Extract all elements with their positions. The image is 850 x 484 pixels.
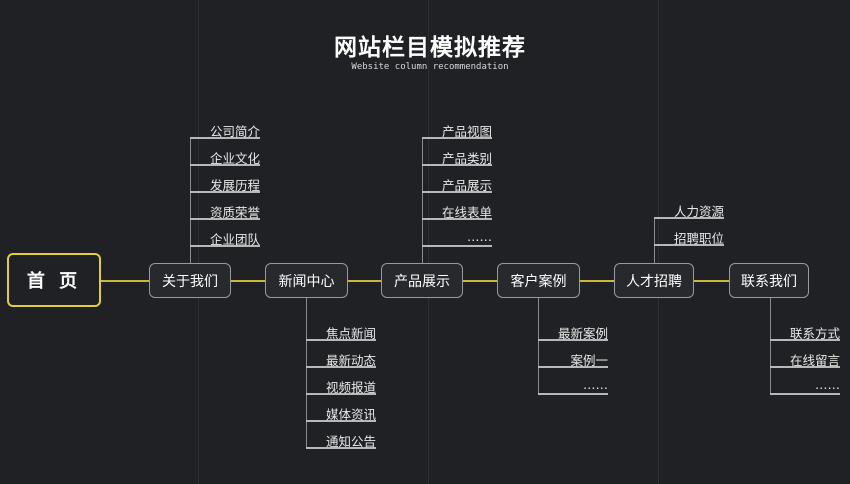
category-node[interactable]: 客户案例 — [497, 263, 580, 298]
subitem-underline — [190, 164, 260, 166]
page-subtitle: Website column recommendation — [351, 62, 509, 72]
subitem-label[interactable]: 企业文化 — [209, 151, 260, 166]
subitem-underline — [770, 366, 840, 368]
subitem-label[interactable]: 产品展示 — [441, 178, 492, 193]
node-connector — [463, 280, 497, 282]
category-node[interactable]: 产品展示 — [381, 263, 463, 298]
subitem-label[interactable]: 在线留言 — [789, 353, 840, 368]
subitem-underline — [422, 191, 492, 193]
subitem-underline — [654, 244, 724, 246]
subitem-label[interactable]: 最新案例 — [557, 326, 608, 341]
page-title: 网站栏目模拟推荐 — [334, 35, 526, 61]
category-node[interactable]: 关于我们 — [149, 263, 231, 298]
node-connector — [101, 280, 149, 282]
branch-line — [422, 137, 423, 263]
subitem-underline — [306, 366, 376, 368]
subitem-underline — [422, 164, 492, 166]
subitem-underline — [538, 393, 608, 395]
subitem-underline — [770, 393, 840, 395]
branch-line — [306, 298, 307, 447]
subitem-label[interactable]: 产品类别 — [441, 151, 492, 166]
subitem-label[interactable]: …… — [467, 229, 492, 244]
category-node[interactable]: 联系我们 — [729, 263, 809, 298]
subitem-label[interactable]: 公司简介 — [209, 124, 260, 139]
subitem-label[interactable]: 发展历程 — [209, 178, 260, 193]
branch-line — [770, 298, 771, 393]
subitem-label[interactable]: 联系方式 — [789, 326, 840, 341]
subitem-underline — [538, 339, 608, 341]
subitem-label[interactable]: 人力资源 — [673, 204, 724, 219]
subitem-label[interactable]: 焦点新闻 — [325, 326, 376, 341]
background-gridline — [198, 0, 199, 484]
subitem-underline — [306, 339, 376, 341]
subitem-underline — [306, 420, 376, 422]
subitem-underline — [654, 217, 724, 219]
subitem-label[interactable]: 资质荣誉 — [209, 205, 260, 220]
subitem-underline — [190, 191, 260, 193]
branch-line — [538, 298, 539, 393]
home-node[interactable]: 首 页 — [7, 253, 101, 307]
subitem-underline — [538, 366, 608, 368]
subitem-label[interactable]: …… — [583, 377, 608, 392]
subitem-label[interactable]: 在线表单 — [441, 205, 492, 220]
category-node[interactable]: 新闻中心 — [265, 263, 348, 298]
subitem-underline — [190, 245, 260, 247]
subitem-label[interactable]: 产品视图 — [441, 124, 492, 139]
subitem-underline — [422, 218, 492, 220]
subitem-label[interactable]: 企业团队 — [209, 232, 260, 247]
node-connector — [694, 280, 729, 282]
branch-line — [190, 137, 191, 263]
subitem-underline — [422, 137, 492, 139]
subitem-underline — [190, 137, 260, 139]
subitem-label[interactable]: 招聘职位 — [673, 231, 724, 246]
background-gridline — [658, 0, 659, 484]
subitem-underline — [770, 339, 840, 341]
branch-line — [654, 217, 655, 263]
subitem-label[interactable]: 案例一 — [570, 353, 608, 368]
subitem-underline — [306, 393, 376, 395]
subitem-underline — [190, 218, 260, 220]
subitem-label[interactable]: …… — [815, 377, 840, 392]
node-connector — [348, 280, 381, 282]
subitem-label[interactable]: 最新动态 — [325, 353, 376, 368]
category-node[interactable]: 人才招聘 — [614, 263, 694, 298]
subitem-label[interactable]: 视频报道 — [325, 380, 376, 395]
subitem-label[interactable]: 通知公告 — [325, 434, 376, 449]
subitem-underline — [306, 447, 376, 449]
node-connector — [231, 280, 265, 282]
node-connector — [580, 280, 614, 282]
subitem-underline — [422, 245, 492, 247]
subitem-label[interactable]: 媒体资讯 — [325, 407, 376, 422]
background-gridline — [428, 0, 429, 484]
